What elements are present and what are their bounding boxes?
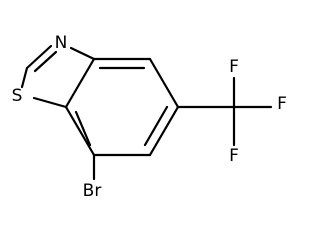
bond-n-c2 [25,44,53,70]
bond-c3a-n [69,46,96,61]
atom-label-nitrogen: N [55,33,68,53]
atom-label-fluorine-top: F [229,57,239,77]
bond-c4-c5 [148,57,180,109]
bond-c7a-c3a [64,57,96,109]
bond-c2-s [20,66,29,89]
bond-s-c7a [32,96,68,109]
bond-c7-c7a-inner [74,110,92,147]
atom-label-bromine: Br [83,181,102,201]
bond-c7-c7a [64,105,96,157]
atom-label-fluorine-bottom: F [229,146,239,166]
bond-c5-c6-inner [143,105,169,147]
molecule-structure-diagram: N S Br F F F [12,33,287,201]
atom-label-sulfur: S [12,86,23,106]
bond-c5-c6 [148,105,180,157]
atom-label-fluorine-right: F [277,94,287,114]
bond-n-c2-inner [33,50,58,73]
